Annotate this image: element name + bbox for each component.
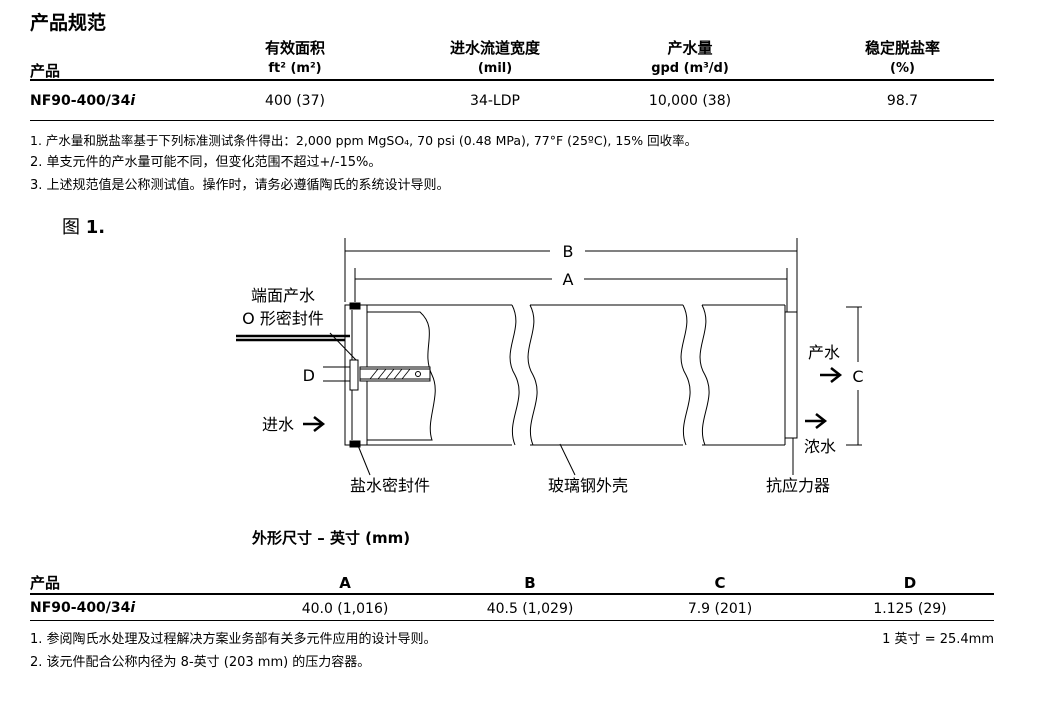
concentrate-label: 浓水 — [804, 437, 836, 456]
spec-product-model: NF90-400/34 — [30, 93, 131, 109]
feed-arrow-icon — [303, 416, 326, 432]
spec-header-rule — [30, 79, 994, 81]
tube-hatching — [369, 368, 411, 380]
rejection-column-header: 稳定脱盐率 — [864, 39, 940, 57]
flow-column-header: 产水量 — [667, 39, 713, 57]
spec-product-suffix: i — [130, 93, 136, 109]
anti-telescoping-label: 抗应力器 — [766, 476, 830, 495]
element-shell — [344, 302, 798, 448]
spec-note-2: 2. 单支元件的产水量可能不同，但变化范围不超过+/-15%。 — [30, 155, 382, 170]
feed-spacer-column-unit: (mil) — [477, 61, 513, 76]
product-column-header: 产品 — [30, 62, 61, 80]
dimensions-value-c: 7.9 (201) — [687, 601, 753, 617]
dimension-c-label: C — [852, 367, 863, 386]
dimensions-col-d: D — [903, 574, 917, 592]
spec-flow-value: 10,000 (38) — [648, 93, 732, 109]
endface-label-line2: O 形密封件 — [242, 309, 324, 328]
spec-rejection-value: 98.7 — [886, 93, 919, 109]
dimensions-product-header: 产品 — [30, 574, 61, 592]
dimensions-note-2: 2. 该元件配合公称内径为 8-英寸 (203 mm) 的压力容器。 — [30, 655, 371, 670]
dimension-b — [344, 238, 798, 312]
dimension-c — [846, 306, 862, 446]
dimension-a-label: A — [563, 270, 574, 289]
dimensions-header-rule — [30, 593, 994, 595]
endface-label-line1: 端面产水 — [251, 286, 315, 305]
spec-row-rule — [30, 120, 994, 121]
dimensions-product-name: NF90-400/34i — [30, 600, 135, 616]
shell-label: 玻璃钢外壳 — [548, 476, 628, 495]
flow-column-unit: gpd (m³/d) — [651, 61, 729, 76]
dimensions-col-a: A — [339, 574, 351, 592]
dimensions-product-model: NF90-400/34 — [30, 600, 131, 616]
bottom-leaders — [356, 438, 794, 476]
concentrate-arrow-icon — [805, 413, 828, 429]
spec-note-1: 1. 产水量和脱盐率基于下列标准测试条件得出：2,000 ppm MgSO₄, … — [30, 133, 698, 148]
unit-conversion: 1 英寸 = 25.4mm — [882, 632, 994, 647]
feed-label: 进水 — [262, 415, 294, 434]
dimensions-row-rule — [30, 620, 994, 621]
rejection-column-unit: (%) — [890, 61, 915, 76]
spec-product-name: NF90-400/34i — [30, 93, 135, 109]
area-column-unit: ft² (m²) — [268, 61, 322, 76]
figure-label-number: 1. — [85, 217, 106, 238]
brine-seal-label: 盐水密封件 — [350, 476, 430, 495]
section-title: 产品规范 — [30, 12, 107, 34]
dimensions-value-d: 1.125 (29) — [873, 601, 947, 617]
dimensions-col-b: B — [524, 574, 536, 592]
dimensions-value-b: 40.5 (1,029) — [486, 601, 574, 617]
feed-spacer-column-header: 进水流道宽度 — [449, 39, 540, 57]
spec-note-3: 3. 上述规范值是公称测试值。操作时，请务必遵循陶氏的系统设计导则。 — [30, 178, 450, 193]
figure-label-prefix: 图 — [62, 217, 80, 238]
dimensions-title: 外形尺寸 – 英寸 (mm) — [252, 529, 411, 547]
spec-area-value: 400 (37) — [265, 93, 325, 109]
dimension-b-label: B — [563, 242, 574, 261]
product-water-label: 产水 — [808, 343, 840, 362]
figure-label: 图 1. — [62, 213, 105, 239]
dimensions-value-a: 40.0 (1,016) — [301, 601, 389, 617]
dimensions-product-suffix: i — [130, 600, 136, 616]
area-column-header: 有效面积 — [264, 39, 325, 57]
dimensions-col-c: C — [714, 574, 726, 592]
dimensions-note-1: 1. 参阅陶氏水处理及过程解决方案业务部有关多元件应用的设计导则。 — [30, 632, 437, 647]
dimension-d-label: D — [303, 366, 315, 385]
dimension-d — [323, 366, 350, 382]
spec-feed-spacer-value: 34-LDP — [470, 93, 520, 109]
product-arrow-icon — [820, 367, 843, 383]
